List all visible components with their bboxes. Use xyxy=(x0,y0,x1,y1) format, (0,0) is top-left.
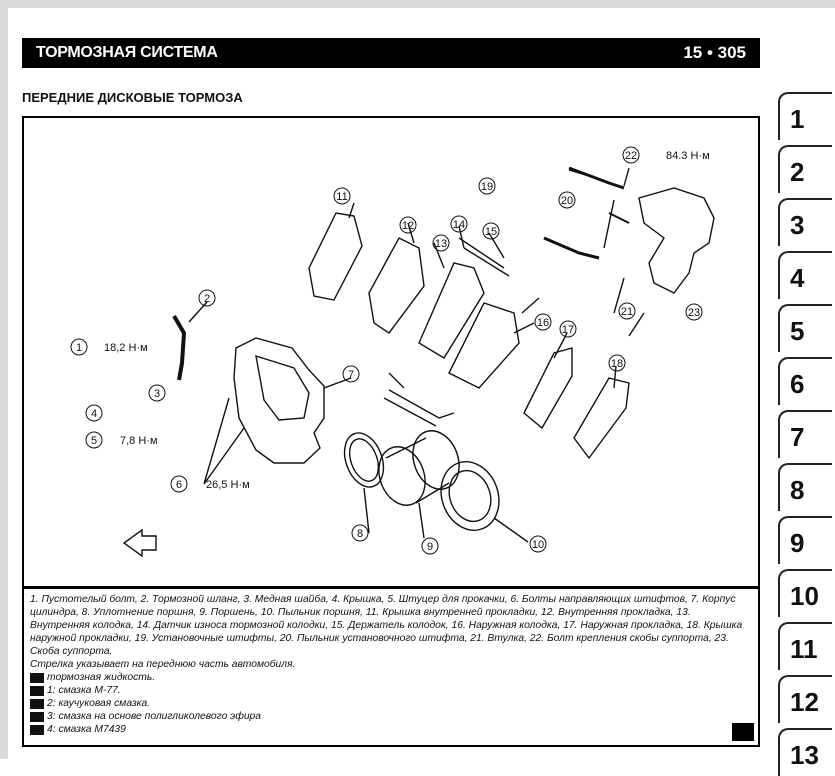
callout-18: 18 xyxy=(611,358,623,370)
callout-5: 5 xyxy=(91,435,97,447)
callout-labels: 1 18,2 Н·м 2 3 4 5 7,8 Н·м 6 26,5 Н·м 7 … xyxy=(70,146,710,555)
tab-chapter-12[interactable]: 12 xyxy=(778,675,832,723)
callout-9: 9 xyxy=(427,541,433,553)
legend-grease-3: 3: смазка на основе полигликолевого эфир… xyxy=(30,710,752,723)
tab-chapter-6[interactable]: 6 xyxy=(778,357,832,405)
callout-7: 7 xyxy=(348,369,354,381)
grease-icon xyxy=(30,685,44,696)
callout-4: 4 xyxy=(91,408,97,420)
tab-chapter-11[interactable]: 11 xyxy=(778,622,832,670)
torque-22: 84.3 Н·м xyxy=(666,150,710,162)
torque-6: 26,5 Н·м xyxy=(206,479,250,491)
tab-chapter-13[interactable]: 13 xyxy=(778,728,832,776)
callout-15: 15 xyxy=(485,226,497,238)
callout-6: 6 xyxy=(176,479,182,491)
legend-grease-1: 1: смазка М-77. xyxy=(30,684,752,697)
grease-icon xyxy=(30,724,44,735)
tab-chapter-2[interactable]: 2 xyxy=(778,145,832,193)
diagram-drawing: 1 18,2 Н·м 2 3 4 5 7,8 Н·м 6 26,5 Н·м 7 … xyxy=(70,146,715,558)
tab-chapter-10[interactable]: 10 xyxy=(778,569,832,617)
callout-20: 20 xyxy=(561,195,573,207)
legend-brake-fluid: тормозная жидкость. xyxy=(30,671,752,684)
tab-chapter-7[interactable]: 7 xyxy=(778,410,832,458)
tab-chapter-4[interactable]: 4 xyxy=(778,251,832,299)
chapter-title: ТОРМОЗНАЯ СИСТЕМА xyxy=(36,44,218,61)
callout-16: 16 xyxy=(537,317,549,329)
tab-chapter-9[interactable]: 9 xyxy=(778,516,832,564)
callout-19: 19 xyxy=(481,181,493,193)
callout-12: 12 xyxy=(402,220,414,232)
fluid-icon xyxy=(30,672,44,683)
cylinder-body-shape xyxy=(233,337,325,464)
callout-11: 11 xyxy=(336,191,347,203)
callout-23: 23 xyxy=(688,307,700,319)
tab-chapter-3[interactable]: 3 xyxy=(778,198,832,246)
section-title: ПЕРЕДНИЕ ДИСКОВЫЕ ТОРМОЗА xyxy=(22,90,243,105)
callout-14: 14 xyxy=(453,219,465,231)
legend-grease-4: 4: смазка М7439 xyxy=(30,723,752,736)
grease-icon xyxy=(30,698,44,709)
tab-chapter-5[interactable]: 5 xyxy=(778,304,832,352)
callout-21: 21 xyxy=(621,306,633,318)
parts-list: 1. Пустотелый болт, 2. Тормозной шланг, … xyxy=(30,594,743,657)
torque-5: 7,8 Н·м xyxy=(120,435,158,447)
tab-chapter-1[interactable]: 1 xyxy=(778,92,832,140)
legend-grease-2: 2: каучуковая смазка. xyxy=(30,697,752,710)
scan-frame-left xyxy=(0,0,8,759)
callout-3: 3 xyxy=(154,388,160,400)
page-header: ТОРМОЗНАЯ СИСТЕМА 15 • 305 xyxy=(22,38,760,68)
callout-17: 17 xyxy=(562,324,574,336)
arrow-note: Стрелка указывает на переднюю часть авто… xyxy=(30,659,296,670)
scan-frame-top xyxy=(0,0,835,8)
grease-icon xyxy=(30,711,44,722)
callout-2: 2 xyxy=(204,293,210,305)
callout-10: 10 xyxy=(532,539,544,551)
figure-caption: 1. Пустотелый болт, 2. Тормозной шланг, … xyxy=(22,588,760,747)
callout-22: 22 xyxy=(625,150,637,162)
exploded-diagram: 1 18,2 Н·м 2 3 4 5 7,8 Н·м 6 26,5 Н·м 7 … xyxy=(22,116,760,588)
torque-1: 18,2 Н·м xyxy=(104,342,148,354)
corner-marker xyxy=(732,723,754,741)
tab-chapter-8[interactable]: 8 xyxy=(778,463,832,511)
page-number: 15 • 305 xyxy=(683,43,746,62)
callout-13: 13 xyxy=(435,238,447,250)
callout-1: 1 xyxy=(76,342,82,354)
callout-8: 8 xyxy=(357,528,363,540)
